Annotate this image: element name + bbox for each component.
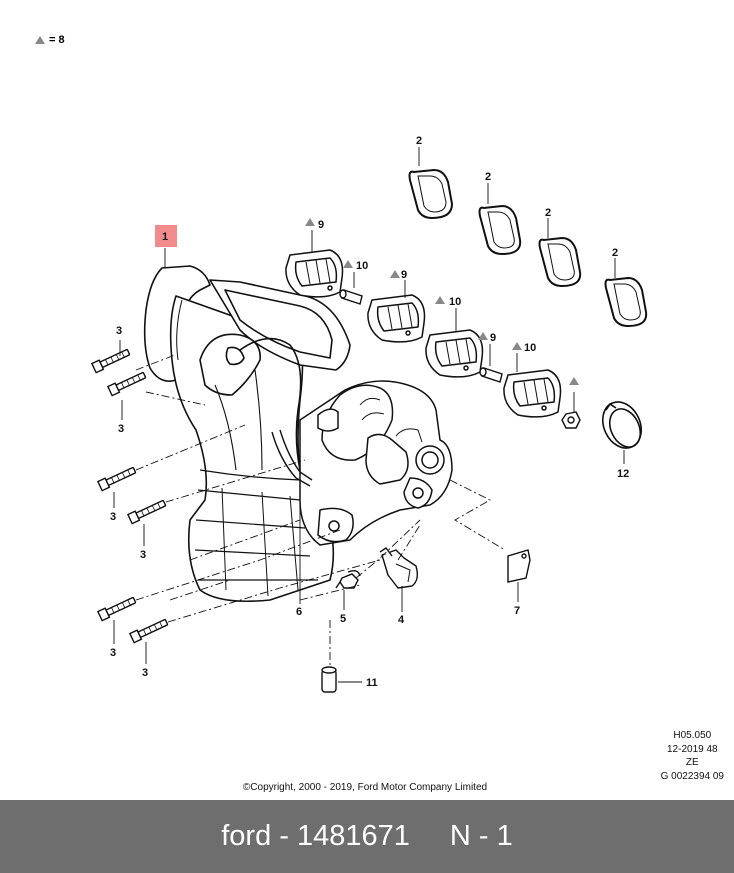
callout-2d: 2 (612, 247, 618, 259)
callout-3f: 3 (142, 667, 148, 679)
meta-line-2: 12-2019 48 (667, 743, 718, 755)
meta-line-1: H05.050 (673, 730, 712, 741)
callout-1: 1 (162, 231, 168, 243)
callout-3a: 3 (116, 325, 122, 337)
throttle-body-assembly[interactable] (299, 380, 453, 546)
spacer-part-11[interactable] (321, 666, 337, 693)
callout-3d: 3 (140, 549, 146, 561)
callout-4: 4 (398, 614, 405, 626)
triangle-markers (305, 218, 579, 385)
callout-3b: 3 (118, 423, 124, 435)
sensor-part-4[interactable] (379, 547, 419, 589)
gasket-part-2[interactable] (408, 168, 648, 328)
callout-6: 6 (296, 606, 302, 618)
callout-10b: 10 (449, 296, 461, 308)
legend: = 8 (35, 34, 65, 46)
alignment-lines (135, 354, 506, 668)
callout-9a: 9 (318, 219, 324, 231)
quantity: N - 1 (449, 820, 513, 852)
callout-9b: 9 (401, 269, 407, 281)
callout-10a: 10 (356, 260, 368, 272)
intake-manifold-part-1[interactable] (143, 265, 351, 603)
triangle-marker-icon (35, 36, 45, 44)
callout-12: 12 (617, 468, 629, 480)
drawing-reference: H05.050 12-2019 48 ZE G 0022394 09 (661, 729, 724, 783)
part-number: ford - 1481671 (221, 820, 410, 852)
clip-part-9[interactable] (285, 249, 562, 418)
callout-3c: 3 (110, 511, 116, 523)
callout-11: 11 (366, 677, 378, 689)
pin-part-10[interactable] (339, 289, 503, 383)
nut[interactable] (561, 411, 581, 429)
exploded-parts-diagram: 1 2 2 2 2 9 10 9 10 9 10 12 3 3 3 3 3 3 … (90, 135, 649, 693)
leader-lines (113, 147, 625, 683)
meta-line-4: G 0022394 09 (660, 770, 724, 782)
plate-part-7[interactable] (507, 549, 531, 583)
callout-2a: 2 (416, 135, 422, 147)
callout-9c: 9 (490, 332, 496, 344)
hose-clamp-part-12[interactable] (596, 396, 649, 455)
bolt-part-5[interactable] (335, 569, 361, 589)
meta-line-3: ZE (685, 757, 699, 768)
footer-bar: ford - 1481671 N - 1 (0, 800, 734, 873)
highlight-box (155, 225, 177, 247)
callout-2c: 2 (545, 207, 551, 219)
tube-part-6[interactable] (271, 429, 313, 487)
callout-5: 5 (340, 613, 346, 625)
callout-10c: 10 (524, 342, 536, 354)
bolts-part-3[interactable] (90, 348, 169, 644)
legend-text: = 8 (49, 34, 65, 46)
callout-labels: 1 2 2 2 2 9 10 9 10 9 10 12 3 3 3 3 3 3 … (110, 135, 629, 689)
callout-2b: 2 (485, 171, 491, 183)
copyright-text: ©Copyright, 2000 - 2019, Ford Motor Comp… (242, 782, 488, 793)
callout-3e: 3 (110, 647, 116, 659)
callout-7: 7 (514, 605, 520, 617)
